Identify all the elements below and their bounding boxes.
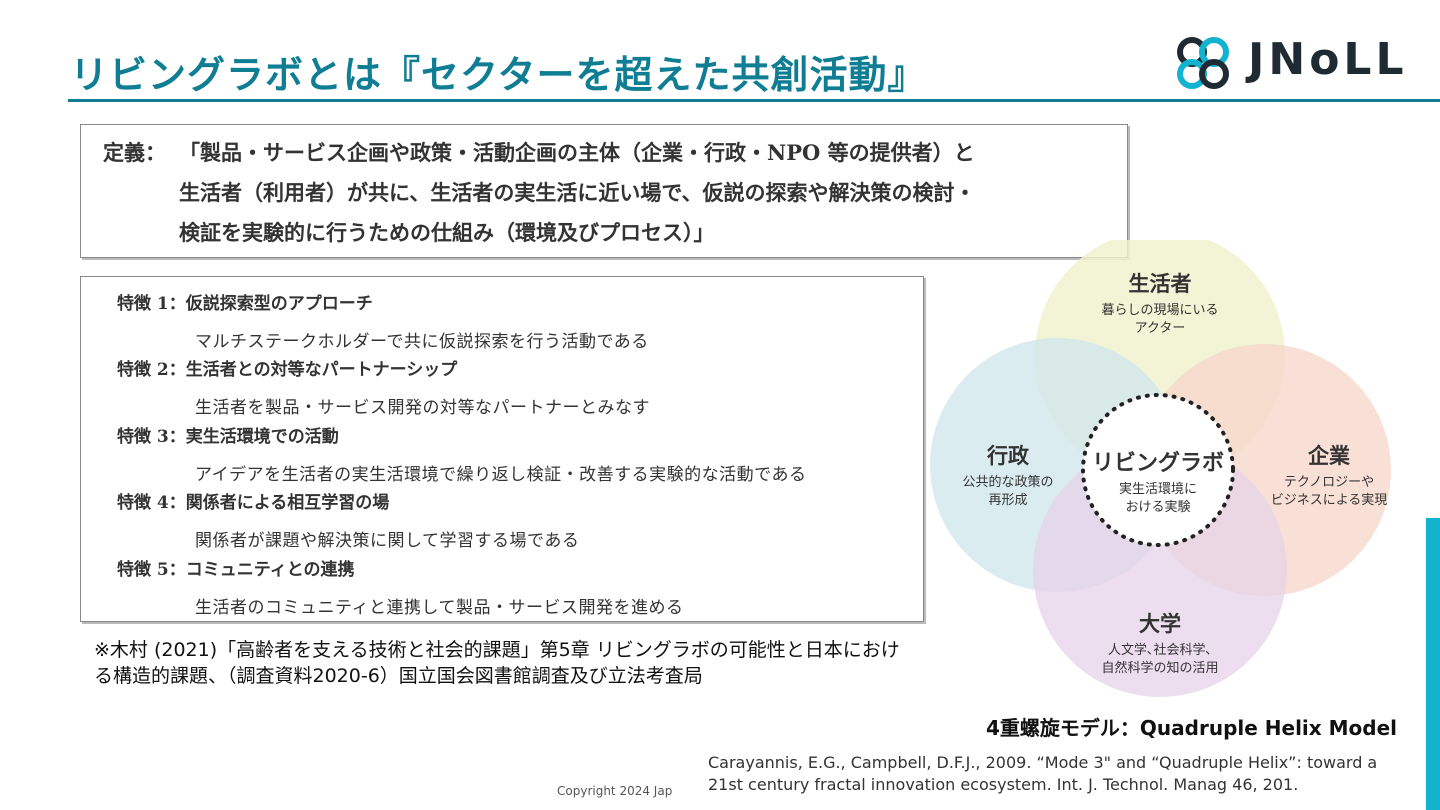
citation-line: Carayannis, E.G., Campbell, D.F.J., 2009… <box>708 753 1378 772</box>
center-circle <box>1081 393 1235 547</box>
label-left: 行政 公共的な政策の 再形成 <box>938 440 1078 510</box>
label-subtext: 暮らしの現場にいる アクター <box>1070 302 1250 338</box>
label-subtext-line: アクター <box>1134 321 1186 336</box>
definition-box: 定義： 「製品・サービス企画や政策・活動企画の主体（企業・行政・NPO 等の提供… <box>80 124 1128 258</box>
feature-heading: 特徴 4：関係者による相互学習の場 <box>117 493 390 513</box>
label-subtext: テクノロジーや ビジネスによる実現 <box>1254 474 1404 510</box>
label-subtext-line: 公共的な政策の <box>962 475 1054 490</box>
label-subtext-line: 実生活環境に <box>1118 482 1197 497</box>
page-title: リビングラボとは『セクターを超えた共創活動』 <box>70 53 927 97</box>
chain-link-icon <box>1177 37 1229 89</box>
feature-item: 特徴 5：コミュニティとの連携 生活者のコミュニティと連携して製品・サービス開発… <box>117 555 917 618</box>
source-note-line: る構造的課題、（調査資料2020-6）国立国会図書館調査及び立法考査局 <box>94 665 703 687</box>
label-title: リビングラボ <box>1091 451 1224 476</box>
label-subtext-line: テクノロジーや <box>1283 475 1375 490</box>
label-title: 生活者 <box>1128 272 1192 296</box>
label-title: 大学 <box>1139 612 1181 636</box>
helix-circles <box>930 240 1391 697</box>
citation: Carayannis, E.G., Campbell, D.F.J., 2009… <box>708 752 1377 796</box>
label-subtext-line: おける実験 <box>1125 500 1191 515</box>
label-bottom: 大学 人文学､社会科学､ 自然科学の知の活用 <box>1070 608 1250 678</box>
definition-head: 定義： <box>103 140 166 165</box>
jnoll-logo: JNoLL <box>1170 30 1432 96</box>
feature-heading: 特徴 5：コミュニティとの連携 <box>117 560 355 580</box>
side-accent-bar <box>1426 518 1440 810</box>
label-subtext-line: 人文学､社会科学､ <box>1107 643 1212 658</box>
label-title: 企業 <box>1308 444 1350 468</box>
feature-description: マルチステークホルダーで共に仮説探索を行う活動である <box>195 332 649 352</box>
feature-description: 生活者を製品・サービス開発の対等なパートナーとみなす <box>195 398 650 418</box>
label-subtext-line: 再形成 <box>988 493 1028 508</box>
feature-heading: 特徴 1：仮説探索型のアプローチ <box>117 294 373 314</box>
logo-text: JNoLL <box>1248 34 1408 85</box>
definition-line: 生活者（利用者）が共に、生活者の実生活に近い場で、仮説の探索や解決策の検討・ <box>179 180 976 205</box>
definition-line: 「製品・サービス企画や政策・活動企画の主体（企業・行政・NPO 等の提供者）と <box>179 140 975 165</box>
label-center: リビングラボ 実生活環境に おける実験 <box>1083 445 1233 517</box>
quadruple-helix-diagram: 生活者 暮らしの現場にいる アクター 行政 公共的な政策の 再形成 企業 テクノ… <box>920 240 1420 710</box>
feature-description: 関係者が課題や解決策に関して学習する場である <box>195 531 580 551</box>
model-caption: 4重螺旋モデル：Quadruple Helix Model <box>986 716 1398 740</box>
label-subtext: 公共的な政策の 再形成 <box>938 474 1078 510</box>
feature-heading: 特徴 3：実生活環境での活動 <box>117 427 339 447</box>
source-note-line: ※木村 (2021)「高齢者を支える技術と社会的課題」第5章 リビングラボの可能… <box>94 639 900 661</box>
label-right: 企業 テクノロジーや ビジネスによる実現 <box>1254 440 1404 510</box>
label-title: 行政 <box>987 444 1029 468</box>
citation-line: 21st century fractal innovation ecosyste… <box>708 775 1299 794</box>
copyright: Copyright 2024 Jap <box>557 784 673 798</box>
feature-item: 特徴 1：仮説探索型のアプローチ マルチステークホルダーで共に仮説探索を行う活動… <box>117 289 917 352</box>
feature-description: アイデアを生活者の実生活環境で繰り返し検証・改善する実験的な活動である <box>195 465 807 485</box>
feature-heading: 特徴 2：生活者との対等なパートナーシップ <box>117 360 458 380</box>
label-subtext-line: 自然科学の知の活用 <box>1101 661 1219 676</box>
feature-item: 特徴 3：実生活環境での活動 アイデアを生活者の実生活環境で繰り返し検証・改善す… <box>117 422 917 485</box>
title-underline <box>68 99 1440 102</box>
label-subtext-line: ビジネスによる実現 <box>1270 493 1388 508</box>
definition-line: 検証を実験的に行うための仕組み（環境及びプロセス）」 <box>179 220 715 245</box>
feature-item: 特徴 4：関係者による相互学習の場 関係者が課題や解決策に関して学習する場である <box>117 488 917 551</box>
label-subtext-line: 暮らしの現場にいる <box>1101 303 1219 318</box>
label-subtext: 人文学､社会科学､ 自然科学の知の活用 <box>1070 642 1250 678</box>
features-box: 特徴 1：仮説探索型のアプローチ マルチステークホルダーで共に仮説探索を行う活動… <box>80 276 924 622</box>
feature-description: 生活者のコミュニティと連携して製品・サービス開発を進める <box>195 598 684 618</box>
source-note: ※木村 (2021)「高齢者を支える技術と社会的課題」第5章 リビングラボの可能… <box>94 637 934 689</box>
label-subtext: 実生活環境に おける実験 <box>1083 481 1233 517</box>
feature-item: 特徴 2：生活者との対等なパートナーシップ 生活者を製品・サービス開発の対等なパ… <box>117 355 917 418</box>
label-top: 生活者 暮らしの現場にいる アクター <box>1070 268 1250 338</box>
